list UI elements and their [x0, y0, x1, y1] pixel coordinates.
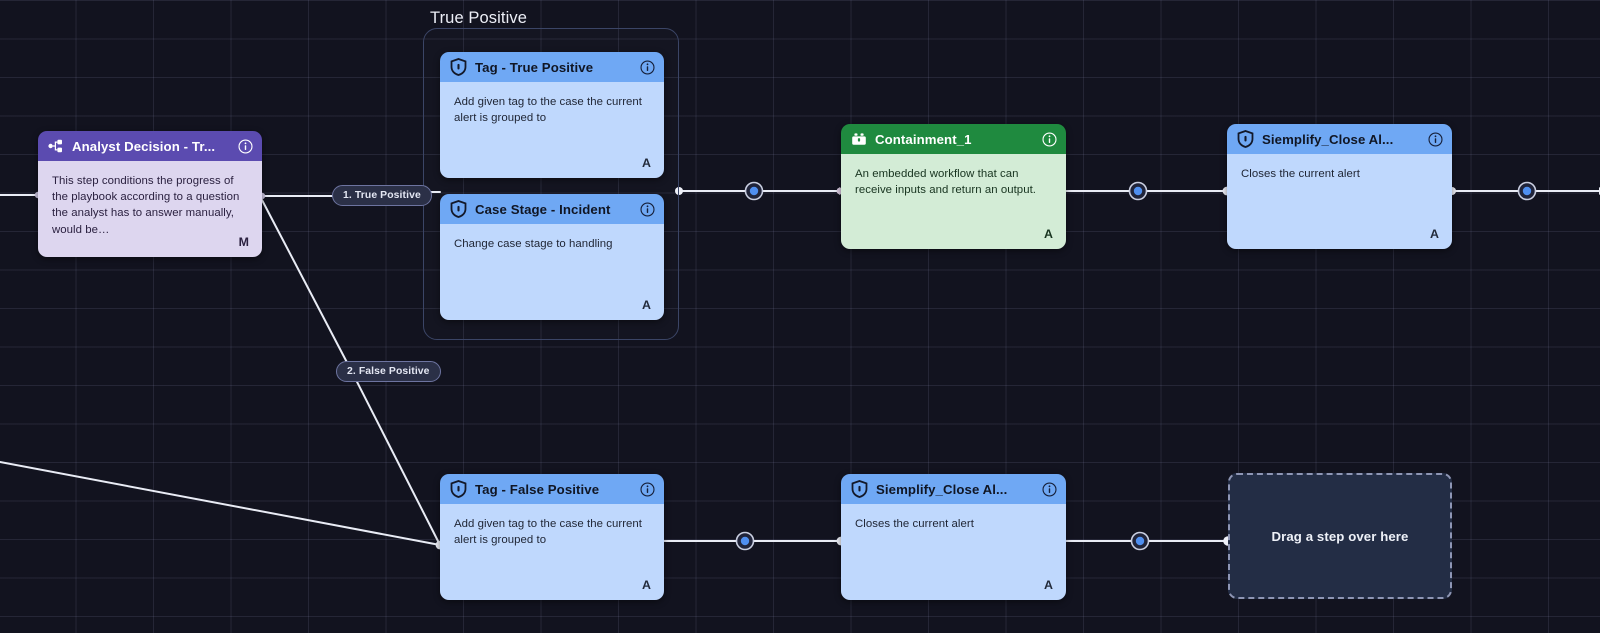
node-badge: A [642, 578, 651, 592]
node-description: Add given tag to the case the current al… [454, 96, 643, 125]
node-badge: A [1044, 578, 1053, 592]
node-title: Tag - True Positive [475, 59, 594, 75]
node-siemplify-close-alert-bottom[interactable]: Siemplify_Close Al... Closes the current… [841, 474, 1066, 600]
info-icon[interactable] [238, 138, 253, 154]
node-title: Containment_1 [875, 131, 972, 147]
node-header: Case Stage - Incident [440, 194, 664, 224]
node-body: This step conditions the progress of the… [38, 161, 262, 257]
node-badge: M [238, 235, 249, 249]
node-description: Closes the current alert [1241, 168, 1360, 180]
info-icon[interactable] [1428, 131, 1443, 147]
node-description: This step conditions the progress of the… [52, 175, 240, 236]
node-title: Analyst Decision - Tr... [72, 138, 216, 154]
node-containment-1[interactable]: Containment_1 An embedded workflow that … [841, 124, 1066, 249]
node-siemplify-close-alert-top[interactable]: Siemplify_Close Al... Closes the current… [1227, 124, 1452, 249]
drop-step-placeholder[interactable]: Drag a step over here [1228, 473, 1452, 599]
node-header: Analyst Decision - Tr... [38, 131, 262, 161]
node-title: Case Stage - Incident [475, 201, 611, 217]
node-description: Change case stage to handling [454, 238, 613, 250]
node-header: Tag - False Positive [440, 474, 664, 504]
node-description: Closes the current alert [855, 518, 974, 530]
info-icon[interactable] [1042, 481, 1057, 497]
shield-icon [1237, 130, 1254, 148]
edge-label-true-positive[interactable]: 1. True Positive [332, 185, 432, 206]
node-analyst-decision[interactable]: Analyst Decision - Tr... This step condi… [38, 131, 262, 257]
node-body: Add given tag to the case the current al… [440, 82, 664, 178]
node-case-stage-incident[interactable]: Case Stage - Incident Change case stage … [440, 194, 664, 320]
node-title: Tag - False Positive [475, 481, 600, 497]
node-badge: A [1430, 227, 1439, 241]
shield-icon [450, 480, 467, 498]
node-title: Siemplify_Close Al... [1262, 131, 1394, 147]
branch-fork-icon [48, 139, 64, 153]
shield-icon [450, 200, 467, 218]
node-body: Add given tag to the case the current al… [440, 504, 664, 600]
node-header: Tag - True Positive [440, 52, 664, 82]
shield-icon [450, 58, 467, 76]
node-header: Siemplify_Close Al... [1227, 124, 1452, 154]
node-tag-false-positive[interactable]: Tag - False Positive Add given tag to th… [440, 474, 664, 600]
info-icon[interactable] [640, 481, 655, 497]
node-tag-true-positive[interactable]: Tag - True Positive Add given tag to the… [440, 52, 664, 178]
node-header: Containment_1 [841, 124, 1066, 154]
node-badge: A [642, 156, 651, 170]
edge-label-text: 2. False Positive [347, 366, 430, 377]
node-title: Siemplify_Close Al... [876, 481, 1008, 497]
drop-placeholder-label: Drag a step over here [1271, 528, 1409, 544]
info-icon[interactable] [1042, 131, 1057, 147]
info-icon[interactable] [640, 201, 655, 217]
node-body: An embedded workflow that can receive in… [841, 154, 1066, 249]
node-body: Change case stage to handling A [440, 224, 664, 320]
group-title-true-positive: True Positive [430, 9, 527, 27]
edge-label-false-positive[interactable]: 2. False Positive [336, 361, 441, 382]
node-badge: A [1044, 227, 1053, 241]
node-body: Closes the current alert A [841, 504, 1066, 600]
node-body: Closes the current alert A [1227, 154, 1452, 249]
node-description: Add given tag to the case the current al… [454, 518, 643, 547]
node-description: An embedded workflow that can receive in… [855, 168, 1037, 197]
node-header: Siemplify_Close Al... [841, 474, 1066, 504]
edge-label-text: 1. True Positive [343, 190, 421, 201]
shield-icon [851, 480, 868, 498]
node-badge: A [642, 298, 651, 312]
true-positive-group[interactable] [423, 28, 679, 340]
info-icon[interactable] [640, 59, 655, 75]
workflow-block-icon [851, 132, 867, 147]
